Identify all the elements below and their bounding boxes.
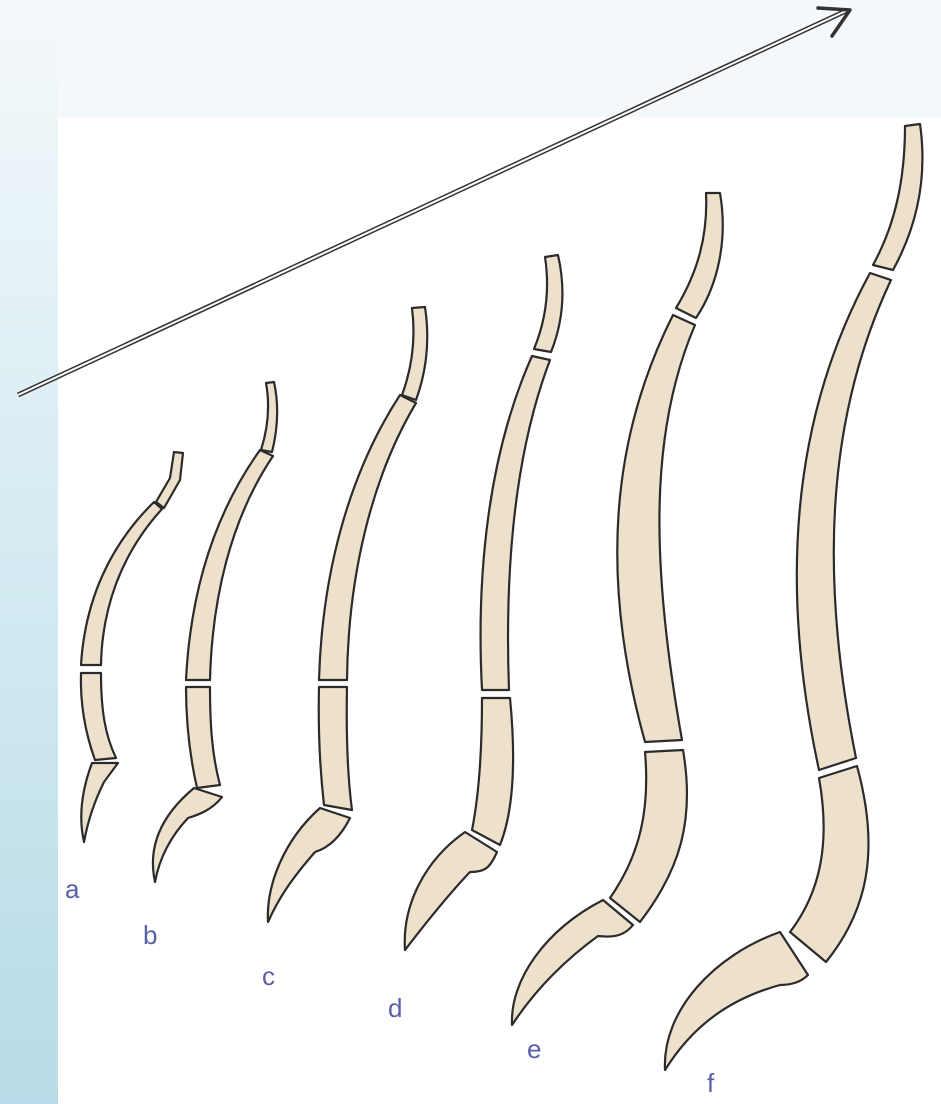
label-f: f — [707, 1068, 715, 1098]
segment-f-3 — [790, 766, 869, 962]
specimen-b — [153, 382, 277, 882]
segment-a-1 — [156, 452, 183, 508]
segment-d-2 — [481, 356, 550, 690]
segment-c-1 — [402, 307, 427, 400]
segment-b-1 — [261, 382, 277, 452]
specimen-d — [405, 255, 563, 950]
label-a: a — [65, 874, 80, 904]
segment-a-3 — [81, 673, 116, 760]
segment-c-3 — [319, 687, 352, 810]
segment-e-2 — [617, 315, 695, 742]
segment-e-1 — [676, 193, 723, 318]
segment-f-1 — [873, 124, 922, 270]
segment-a-2 — [81, 502, 162, 665]
segment-d-1 — [534, 255, 562, 352]
segment-a-4 — [81, 763, 118, 842]
label-c: c — [262, 961, 275, 991]
segment-c-2 — [319, 395, 416, 680]
segment-b-2 — [186, 450, 273, 680]
label-e: e — [527, 1034, 541, 1064]
segment-d-3 — [472, 698, 513, 845]
segment-f-2 — [797, 273, 891, 770]
label-b: b — [143, 920, 157, 950]
segment-b-3 — [186, 687, 220, 788]
specimen-a — [81, 452, 183, 842]
segment-e-3 — [610, 750, 687, 922]
segment-e-4 — [512, 900, 633, 1025]
segment-f-4 — [665, 932, 808, 1070]
specimen-c — [268, 307, 427, 922]
segment-c-4 — [268, 808, 350, 922]
label-d: d — [388, 993, 402, 1023]
growth-arrow — [18, 8, 850, 395]
segment-d-4 — [405, 832, 497, 950]
segment-b-4 — [153, 788, 222, 882]
